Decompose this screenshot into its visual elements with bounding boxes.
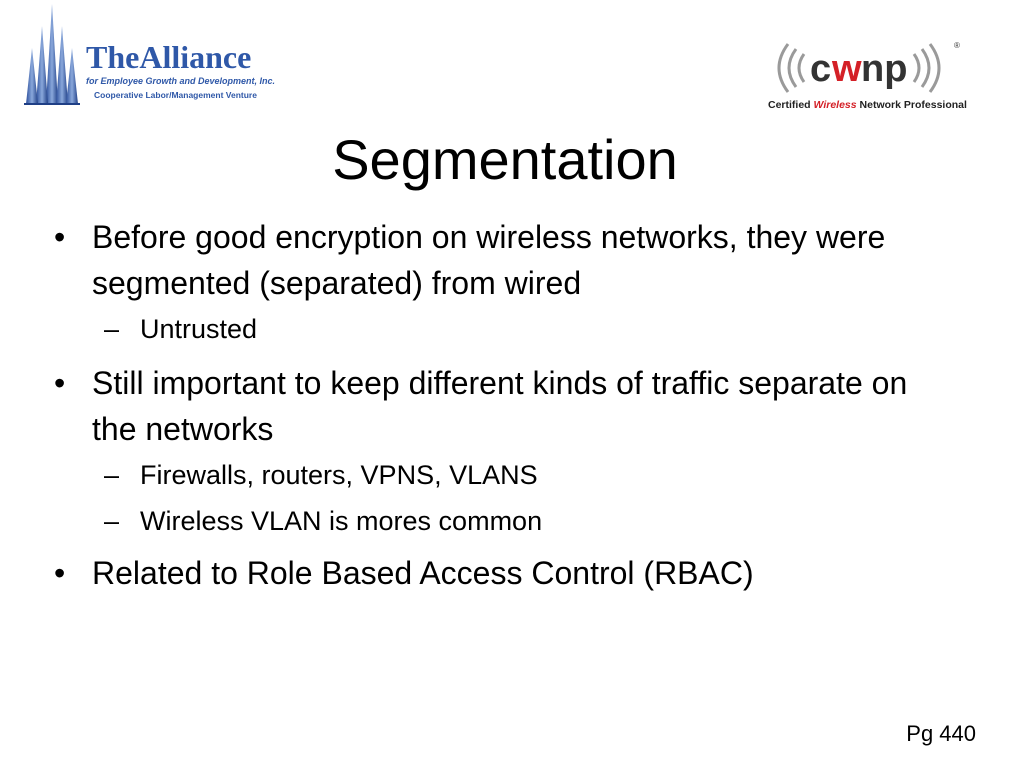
bullet-item: • Still important to keep different kind… — [54, 360, 954, 452]
signal-waves-left-icon — [777, 43, 806, 93]
bullet-text: Before good encryption on wireless netwo… — [92, 219, 886, 301]
bullet-dot-icon: • — [54, 365, 66, 401]
cwnp-logo: c w np ® Certified Wireless Network Prof… — [766, 38, 970, 112]
alliance-line1: for Employee Growth and Development, Inc… — [86, 76, 275, 86]
bullet-dot-icon: • — [54, 555, 66, 591]
alliance-name: TheAlliance — [86, 39, 251, 75]
sub-bullet-item: – Untrusted — [54, 306, 954, 352]
alliance-line2: Cooperative Labor/Management Venture — [94, 90, 257, 100]
cwnp-name-part1: c — [810, 48, 831, 90]
sub-bullet-item: – Firewalls, routers, VPNS, VLANS — [54, 452, 954, 498]
page-number: Pg 440 — [906, 721, 976, 746]
cwnp-name-accent: w — [831, 48, 862, 90]
sub-bullet-item: – Wireless VLAN is mores common — [54, 498, 954, 544]
bullet-item: • Related to Role Based Access Control (… — [54, 550, 954, 596]
cwnp-tagline: Certified Wireless Network Professional — [768, 99, 967, 111]
registered-mark-icon: ® — [954, 41, 960, 50]
cwnp-name-part2: np — [861, 48, 907, 90]
tower-graphic-icon — [24, 4, 80, 105]
sub-bullet-text: Wireless VLAN is mores common — [140, 506, 543, 536]
sub-bullet-text: Untrusted — [140, 314, 258, 344]
bullet-dot-icon: • — [54, 219, 66, 255]
signal-waves-right-icon — [912, 43, 941, 93]
bullet-item: • Before good encryption on wireless net… — [54, 214, 954, 306]
slide-title: Segmentation — [332, 128, 678, 191]
bullet-text: Still important to keep different kinds … — [92, 365, 908, 447]
slide-content: • Before good encryption on wireless net… — [54, 214, 954, 596]
dash-icon: – — [104, 506, 120, 536]
dash-icon: – — [104, 314, 120, 344]
bullet-text: Related to Role Based Access Control (RB… — [92, 555, 754, 591]
dash-icon: – — [104, 460, 120, 490]
the-alliance-logo: TheAlliance for Employee Growth and Deve… — [22, 4, 282, 108]
sub-bullet-text: Firewalls, routers, VPNS, VLANS — [140, 460, 538, 490]
